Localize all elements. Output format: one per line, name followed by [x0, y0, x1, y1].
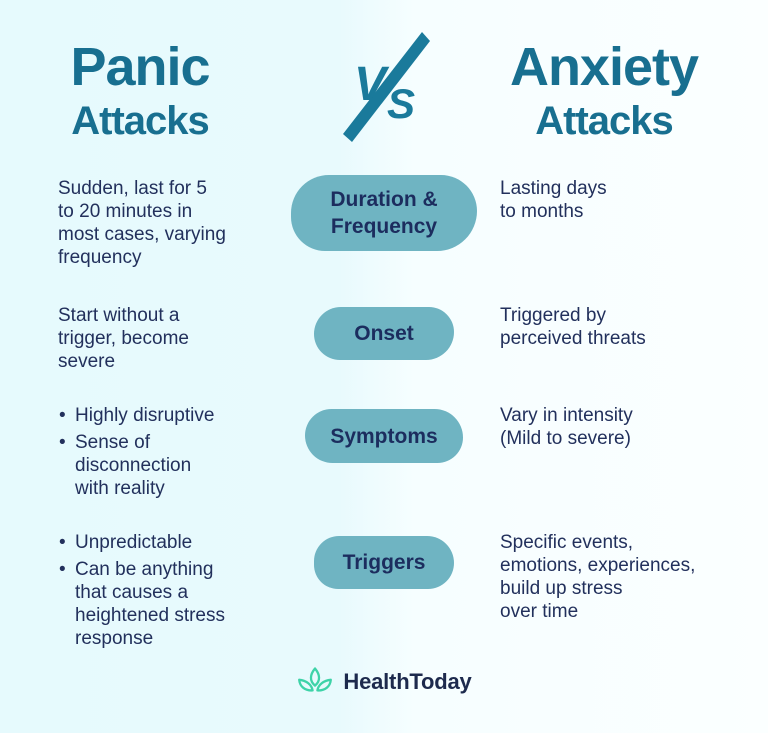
category-pill-symptoms: Symptoms — [305, 409, 463, 463]
anxiety-onset-text: Triggered by perceived threats — [500, 304, 750, 350]
vs-letter-s: S — [387, 80, 415, 127]
vs-letter-v: V — [354, 58, 390, 111]
anxiety-triggers-paragraph: Specific events, emotions, experiences, … — [500, 532, 696, 622]
vs-badge: V S — [330, 30, 442, 144]
panic-title: Panic Attacks — [0, 40, 280, 142]
panic-onset-text: Start without a trigger, become severe — [58, 304, 308, 373]
category-pill-onset: Onset — [314, 307, 454, 360]
panic-title-line1: Panic — [70, 37, 210, 97]
anxiety-onset-paragraph: Triggered by perceived threats — [500, 305, 646, 349]
anxiety-duration-text: Lasting days to months — [500, 177, 750, 223]
bullet-item: Sense of disconnection with reality — [58, 431, 308, 500]
lotus-icon — [298, 667, 333, 692]
anxiety-title-line1: Anxiety — [509, 37, 699, 97]
category-pill-triggers: Triggers — [314, 536, 454, 589]
panic-onset-paragraph: Start without a trigger, become severe — [58, 305, 189, 372]
bullet-item: Highly disruptive — [58, 404, 308, 427]
brand-name: HealthToday — [343, 668, 472, 694]
panic-symptoms-list: Highly disruptive Sense of disconnection… — [58, 404, 308, 504]
anxiety-symptoms-text: Vary in intensity (Mild to severe) — [500, 404, 750, 450]
anxiety-symptoms-paragraph: Vary in intensity (Mild to severe) — [500, 405, 633, 449]
bullet-item: Unpredictable — [58, 531, 308, 554]
anxiety-title-line2: Attacks — [535, 99, 674, 143]
brand-footer: HealthToday — [0, 666, 768, 697]
category-pill-duration-frequency: Duration & Frequency — [291, 175, 477, 251]
anxiety-duration-paragraph: Lasting days to months — [500, 178, 607, 222]
bullet-item: Can be anything that causes a heightened… — [58, 558, 308, 650]
panic-duration-paragraph: Sudden, last for 5 to 20 minutes in most… — [58, 178, 226, 268]
anxiety-triggers-text: Specific events, emotions, experiences, … — [500, 531, 750, 623]
panic-title-line2: Attacks — [71, 99, 210, 143]
anxiety-title: Anxiety Attacks — [464, 40, 744, 142]
lightning-slash-icon: V S — [343, 32, 430, 142]
panic-duration-text: Sudden, last for 5 to 20 minutes in most… — [58, 177, 308, 269]
panic-triggers-list: Unpredictable Can be anything that cause… — [58, 531, 308, 654]
